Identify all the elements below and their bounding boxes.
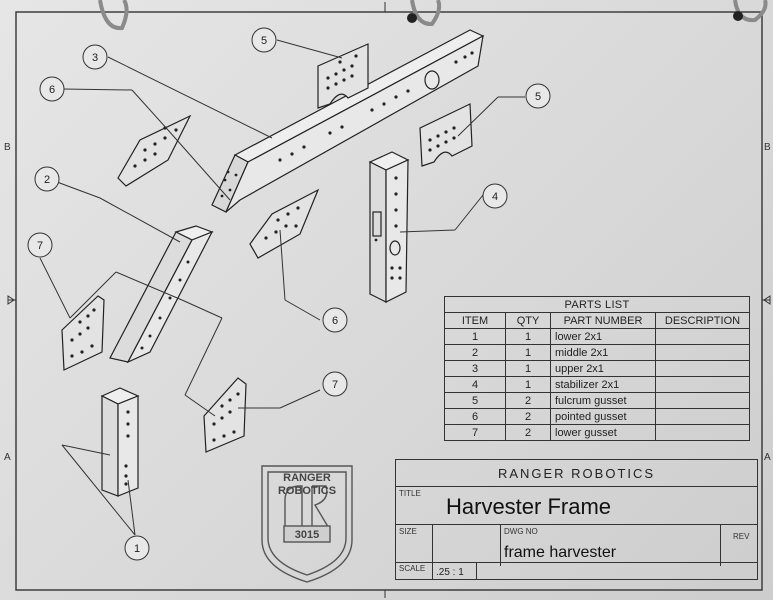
cell-item: 1 (444, 328, 506, 345)
title-block: RANGER ROBOTICS TITLE Harvester Frame SI… (395, 459, 758, 580)
drawing-title: Harvester Frame (446, 494, 612, 519)
cell-description (655, 424, 750, 441)
zone-letter-left-a: A (4, 452, 11, 463)
binder-rings (98, 0, 768, 31)
part-pointed-gusset-center (249, 188, 320, 259)
dwg-no-label: DWG NO (504, 527, 538, 536)
part-lower-vertical (100, 387, 140, 497)
header-part-number: PART NUMBER (550, 312, 656, 329)
sheet-border (15, 11, 763, 591)
scale-value: .25 : 1 (436, 567, 464, 578)
cell-description (655, 408, 750, 425)
parts-list-table: PARTS LIST ITEM QTY PART NUMBER DESCRIPT… (444, 296, 750, 441)
ranger-robotics-logo (261, 465, 353, 583)
cell-item: 3 (444, 360, 506, 377)
title-label: TITLE (399, 489, 421, 498)
cell-part-number: middle 2x1 (550, 344, 656, 361)
company-name: RANGER ROBOTICS (396, 460, 757, 487)
rev-label: REV (733, 532, 750, 541)
cell-part-number: lower 2x1 (550, 328, 656, 345)
part-lower-gusset-right (203, 377, 247, 453)
header-description: DESCRIPTION (655, 312, 750, 329)
drawing-number: frame harvester (504, 544, 617, 561)
header-item: ITEM (444, 312, 506, 329)
cell-qty: 2 (505, 392, 551, 409)
size-label: SIZE (399, 527, 417, 536)
zone-letter-right-b: B (764, 142, 771, 153)
cell-part-number: lower gusset (550, 424, 656, 441)
cell-qty: 2 (505, 424, 551, 441)
cell-qty: 1 (505, 328, 551, 345)
parts-list-title: PARTS LIST (444, 296, 750, 313)
leader-lines (39, 39, 525, 536)
cell-item: 5 (444, 392, 506, 409)
zone-letter-right-a: A (764, 452, 771, 463)
part-pointed-gusset-left (117, 114, 192, 187)
part-lower-gusset-left (61, 295, 105, 371)
cell-part-number: fulcrum gusset (550, 392, 656, 409)
parts-list-header-row: ITEM QTY PART NUMBER DESCRIPTION (444, 312, 750, 329)
cell-part-number: stabilizer 2x1 (550, 376, 656, 393)
cell-description (655, 344, 750, 361)
part-fulcrum-gusset-top (317, 43, 369, 109)
cell-part-number: upper 2x1 (550, 360, 656, 377)
part-middle-beam (109, 225, 214, 364)
cell-description (655, 392, 750, 409)
scale-label: SCALE (399, 564, 426, 573)
cell-item: 2 (444, 344, 506, 361)
part-stabilizer (368, 151, 410, 303)
header-qty: QTY (505, 312, 551, 329)
cell-description (655, 360, 750, 377)
cell-description (655, 328, 750, 345)
part-fulcrum-gusset-right (419, 103, 473, 167)
cell-qty: 2 (505, 408, 551, 425)
cell-qty: 1 (505, 376, 551, 393)
cell-qty: 1 (505, 360, 551, 377)
cell-item: 7 (444, 424, 506, 441)
cell-qty: 1 (505, 344, 551, 361)
cell-item: 6 (444, 408, 506, 425)
zone-letter-left-b: B (4, 142, 11, 153)
cell-part-number: pointed gusset (550, 408, 656, 425)
cell-description (655, 376, 750, 393)
cell-item: 4 (444, 376, 506, 393)
part-upper-beam (211, 29, 485, 213)
